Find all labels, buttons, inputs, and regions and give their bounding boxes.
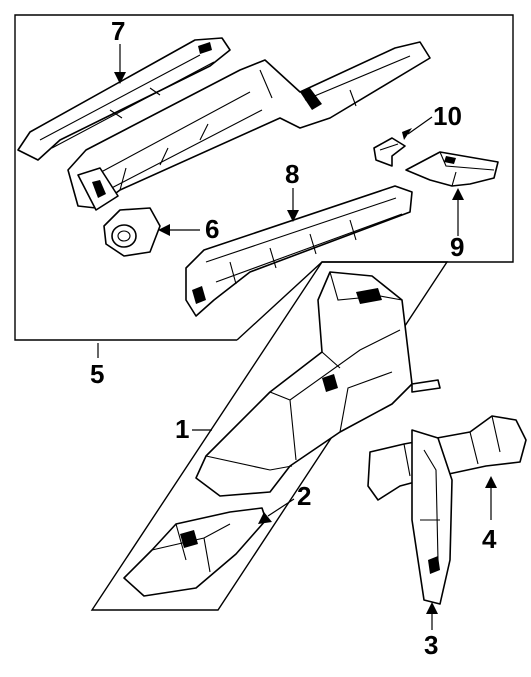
leader-8 (287, 188, 299, 222)
part-7-upper-rail[interactable] (17, 37, 231, 161)
part-6-mount[interactable] (103, 207, 161, 257)
leader-4 (485, 476, 497, 520)
leader-7 (114, 44, 126, 84)
leader-2 (258, 498, 295, 524)
crossmember-assembly[interactable] (67, 41, 431, 211)
callout-1: 1 (175, 414, 189, 444)
leader-10 (402, 116, 433, 140)
callout-8: 8 (285, 159, 299, 189)
callout-2: 2 (297, 481, 311, 511)
lower-frame-1 (90, 261, 449, 611)
leader-9 (452, 188, 464, 236)
part-4-side-rail[interactable] (367, 415, 527, 501)
leader-3 (426, 602, 438, 630)
part-1-apron[interactable] (195, 271, 441, 497)
callout-9: 9 (450, 232, 464, 262)
part-3-bracket[interactable] (411, 429, 453, 605)
callout-5: 5 (90, 359, 104, 389)
part-8-lower-rail[interactable] (185, 185, 413, 317)
callout-6: 6 (205, 214, 219, 244)
part-10-bracket[interactable] (373, 137, 406, 167)
part-9-support-bracket[interactable] (405, 151, 499, 187)
part-2-extension[interactable] (123, 507, 267, 597)
callout-4: 4 (482, 524, 497, 554)
callout-3: 3 (424, 630, 438, 660)
leader-6 (158, 224, 200, 236)
callout-10: 10 (433, 101, 462, 131)
callout-7: 7 (111, 16, 125, 46)
